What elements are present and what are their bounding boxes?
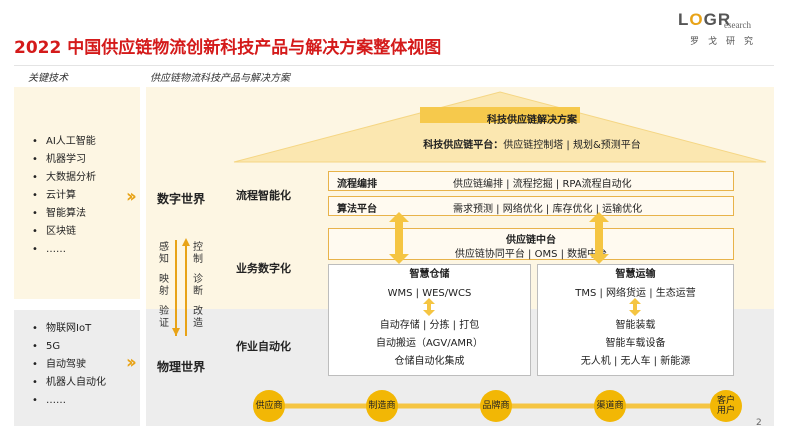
chain-node-channel: 渠道商 — [594, 390, 626, 422]
list-item: …… — [32, 241, 96, 259]
transport-systems: TMS | 网络货运 | 生态运营 — [575, 288, 696, 299]
middle-platform-text: 供应链协同平台 | OMS | 数据中台 — [454, 249, 608, 260]
flow-orchestration-box: 流程编排 供应链编排 | 流程挖掘 | RPA流程自动化 — [328, 171, 734, 191]
warehouse-op: 自动存储 | 分拣 | 打包 — [379, 320, 480, 331]
row-label-operation: 作业自动化 — [236, 340, 291, 353]
flow-orchestration-text: 供应链编排 | 流程挖掘 | RPA流程自动化 — [453, 179, 632, 190]
label-verify: 验证 — [159, 306, 169, 329]
page-title: 2022 中国供应链物流创新科技产品与解决方案整体视图 — [14, 38, 442, 58]
page-number: 2 — [756, 418, 762, 428]
header-divider — [14, 65, 774, 66]
algorithm-platform-label: 算法平台 — [337, 204, 377, 215]
digital-world-label: 数字世界 — [157, 192, 206, 206]
physical-world-label: 物理世界 — [157, 360, 206, 374]
chevron-right-icon: ›› — [126, 186, 137, 207]
chain-node-customer: 客户用户 — [710, 390, 742, 422]
solution-roof — [233, 91, 767, 163]
row-label-business: 业务数字化 — [236, 262, 291, 275]
transport-op: 智能装载 — [615, 320, 656, 331]
chain-node-supplier: 供应商 — [253, 390, 285, 422]
label-sense: 感知 — [159, 242, 169, 265]
flow-orchestration-label: 流程编排 — [337, 179, 377, 190]
small-double-arrow-icon — [629, 298, 641, 316]
logo-subtitle: esearch — [724, 20, 751, 30]
list-item: 机器人自动化 — [32, 374, 106, 392]
warehouse-op: 自动搬运（AGV/AMR） — [375, 338, 484, 349]
section-label-tech: 关键技术 — [28, 73, 68, 84]
list-item: 大数据分析 — [32, 169, 96, 187]
algorithm-platform-text: 需求预测 | 网络优化 | 库存优化 | 运输优化 — [453, 204, 643, 215]
smart-transport-title: 智慧运输 — [615, 269, 656, 280]
list-item: 自动驾驶 — [32, 356, 106, 374]
label-control: 控制 — [193, 242, 203, 265]
list-item: 云计算 — [32, 187, 96, 205]
double-arrow-icon — [589, 212, 609, 264]
label-transform: 改造 — [193, 306, 203, 329]
smart-warehouse-title: 智慧仓储 — [409, 269, 450, 280]
tech-list-digital: AI人工智能 机器学习 大数据分析 云计算 智能算法 区块链 …… — [32, 133, 96, 259]
tech-panel-digital: AI人工智能 机器学习 大数据分析 云计算 智能算法 区块链 …… — [14, 87, 140, 299]
middle-platform-title: 供应链中台 — [506, 235, 556, 246]
chevron-right-icon: ›› — [126, 352, 137, 373]
tech-list-physical: 物联网IoT 5G 自动驾驶 机器人自动化 …… — [32, 320, 106, 410]
double-arrow-icon — [389, 212, 409, 264]
feedback-arrows-icon — [172, 238, 190, 336]
list-item: …… — [32, 392, 106, 410]
chain-node-brand: 品牌商 — [480, 390, 512, 422]
smart-transport-box: 智慧运输 TMS | 网络货运 | 生态运营 智能装载 智能车载设备 无人机 |… — [537, 264, 734, 376]
logo-chinese-name: 罗戈研究 — [690, 37, 763, 47]
small-double-arrow-icon — [423, 298, 435, 316]
logo-wordmark: LOGR — [678, 10, 732, 29]
tech-panel-physical: 物联网IoT 5G 自动驾驶 机器人自动化 …… — [14, 310, 140, 426]
list-item: 物联网IoT — [32, 320, 106, 338]
logo: LOGR esearch 罗戈研究 — [678, 10, 778, 50]
list-item: 区块链 — [32, 223, 96, 241]
smart-warehouse-box: 智慧仓储 WMS | WES/WCS 自动存储 | 分拣 | 打包 自动搬运（A… — [328, 264, 531, 376]
list-item: 机器学习 — [32, 151, 96, 169]
warehouse-op: 仓储自动化集成 — [394, 356, 465, 367]
platform-line: 科技供应链平台：供应链控制塔 | 规划&预测平台 — [423, 140, 641, 151]
algorithm-platform-box: 算法平台 需求预测 | 网络优化 | 库存优化 | 运输优化 — [328, 196, 734, 216]
list-item: AI人工智能 — [32, 133, 96, 151]
section-label-solutions: 供应链物流科技产品与解决方案 — [150, 73, 290, 84]
row-label-process: 流程智能化 — [236, 189, 291, 202]
warehouse-systems: WMS | WES/WCS — [387, 288, 472, 299]
solution-title: 科技供应链解决方案 — [487, 115, 577, 126]
list-item: 智能算法 — [32, 205, 96, 223]
label-diagnose: 诊断 — [193, 274, 203, 297]
transport-op: 智能车载设备 — [605, 338, 666, 349]
label-map: 映射 — [159, 274, 169, 297]
transport-op: 无人机 | 无人车 | 新能源 — [580, 356, 691, 367]
list-item: 5G — [32, 338, 106, 356]
chain-node-manufacturer: 制造商 — [366, 390, 398, 422]
